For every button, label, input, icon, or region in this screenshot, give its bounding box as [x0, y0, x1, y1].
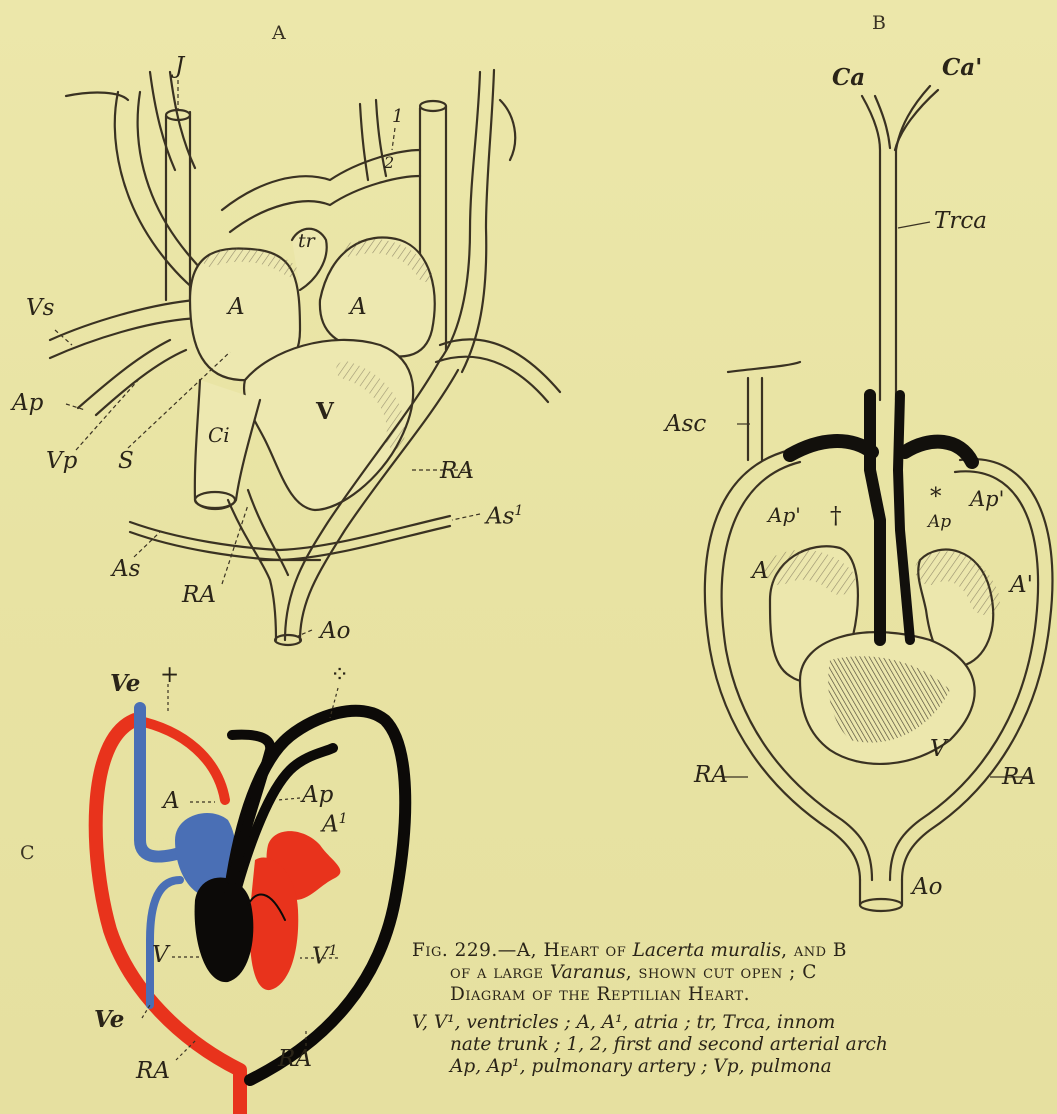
label-a-ra-bottom: RA — [182, 584, 216, 607]
figure-caption: Fig. 229.—A, Heart of Lacerta muralis, a… — [412, 940, 1057, 1078]
label-a-as1: As1 — [486, 504, 523, 529]
label-c-ra-left: RA — [136, 1060, 170, 1083]
caption-line-5: nate trunk ; 1, 2, first and second arte… — [412, 1034, 1057, 1056]
caption-l2b: Varanus — [550, 962, 626, 983]
label-b-ap1-right: Ap' — [970, 489, 1004, 510]
label-b-ca1: Ca' — [942, 56, 982, 79]
label-c-atrium: A — [163, 790, 180, 813]
label-a-as: As — [112, 558, 140, 581]
label-a-arch-2: 2 — [384, 155, 394, 171]
label-a-j: J — [175, 55, 184, 78]
label-a-tr: tr — [298, 232, 315, 251]
label-a-ra-right: RA — [440, 460, 474, 483]
caption-l2c: , shown cut open ; C — [626, 962, 817, 983]
label-a-ap: Ap — [12, 392, 43, 415]
label-b-ap1-left: Ap' — [768, 505, 801, 525]
label-c-dagger: + — [160, 664, 179, 687]
label-c-ap: Ap — [302, 784, 333, 807]
label-b-star: * — [930, 486, 942, 509]
label-c-ventricle: V — [152, 944, 169, 967]
label-a-atrium-right: A — [350, 296, 367, 319]
label-c-atrium-1: A1 — [322, 812, 348, 837]
label-c-ve-bottom: Ve — [94, 1008, 124, 1031]
label-b-ap: Ap — [928, 514, 951, 531]
caption-line-6: Ap, Ap¹, pulmonary artery ; Vp, pulmona — [412, 1056, 1057, 1078]
caption-l1a: Heart of — [543, 940, 632, 961]
label-c-ventricle-1: V1 — [312, 944, 338, 969]
label-b-trca: Trca — [934, 210, 987, 233]
label-b-atrium-left: A — [752, 560, 769, 583]
panel-c-drawing — [96, 708, 406, 1114]
label-a-ao: Ao — [320, 620, 350, 643]
label-a-ventricle: V — [316, 400, 334, 423]
caption-l1c: , and B — [781, 940, 847, 961]
label-a-s: S — [118, 450, 134, 473]
panel-letter-a: A — [272, 22, 286, 44]
caption-l2a: of a large — [450, 962, 550, 983]
caption-line-4: V, V¹, ventricles ; A, A¹, atria ; tr, T… — [412, 1012, 1057, 1034]
label-b-ra-left: RA — [694, 764, 728, 787]
label-a-ci: Ci — [208, 425, 230, 445]
caption-fig-number: Fig. 229.—A, — [412, 940, 543, 961]
panel-letter-b: B — [872, 12, 886, 34]
label-c-ve-top: Ve — [110, 672, 140, 695]
label-b-ao: Ao — [912, 876, 942, 899]
caption-line-1: Fig. 229.—A, Heart of Lacerta muralis, a… — [412, 940, 1057, 962]
label-b-ventricle: V — [930, 738, 947, 761]
caption-line-3: Diagram of the Reptilian Heart. — [412, 984, 1057, 1006]
label-b-atrium-right: A' — [1010, 574, 1033, 597]
label-b-ca: Ca — [832, 66, 865, 89]
caption-line-2: of a large Varanus, shown cut open ; C — [412, 962, 1057, 984]
label-a-arch-1: 1 — [392, 108, 403, 126]
label-b-asc: Asc — [665, 413, 706, 436]
label-a-atrium-left: A — [228, 296, 245, 319]
label-a-vs: Vs — [26, 297, 54, 320]
caption-l1b: Lacerta muralis — [633, 940, 781, 961]
label-b-ra-right: RA — [1002, 766, 1036, 789]
label-b-dagger: † — [830, 505, 842, 528]
label-c-ra-right: RA — [278, 1048, 312, 1071]
label-c-star: ⁘ — [330, 664, 349, 687]
label-a-vp: Vp — [46, 450, 77, 473]
panel-letter-c: C — [20, 842, 35, 864]
